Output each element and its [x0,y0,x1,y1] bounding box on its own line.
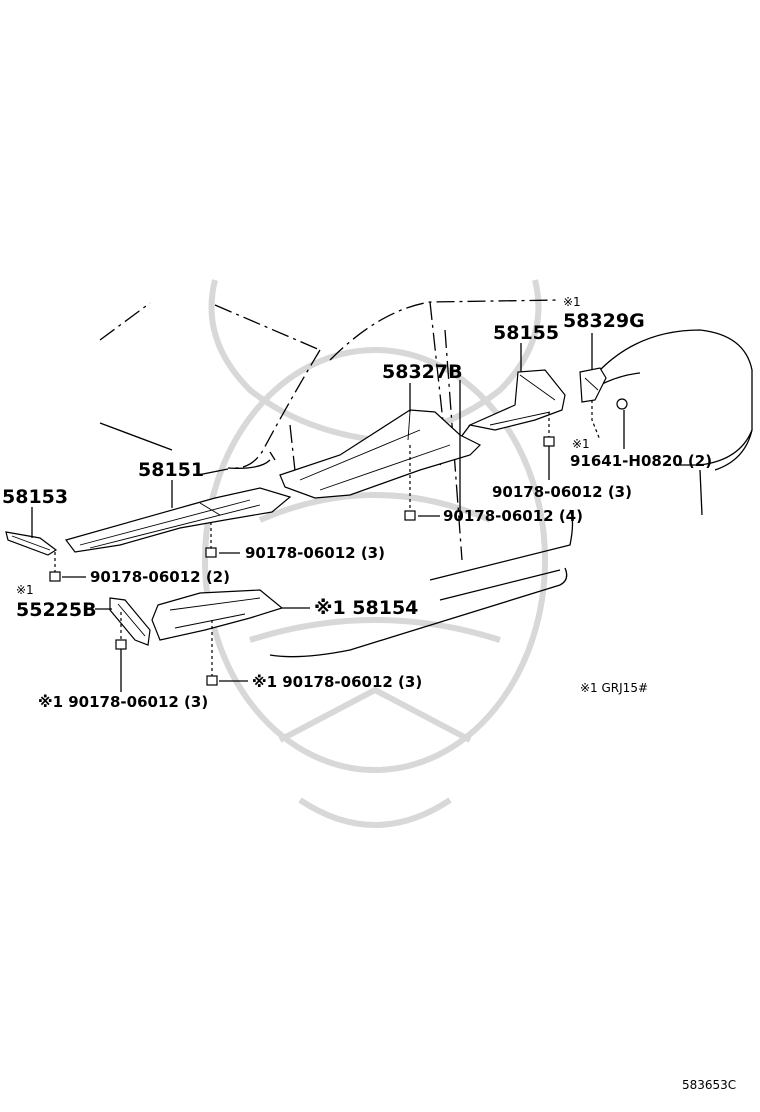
part-58153-shape [5,531,58,556]
label-nut-3-lower-center: ※1 90178-06012 (3) [252,673,422,691]
label-nut-3-upper-right: 90178-06012 (3) [492,483,632,501]
label-58154: ※1 58154 [314,597,418,619]
label-55225b-note: ※1 [16,583,34,597]
label-58151: 58151 [138,459,204,481]
label-91641: 91641-H0820 (2) [570,452,712,470]
label-58329g: 58329G [563,310,645,332]
label-nut-4: 90178-06012 (4) [443,507,583,525]
label-55225b: 55225B [16,599,97,621]
label-91641-note: ※1 [572,437,590,451]
label-nut-3-lower-left: ※1 90178-06012 (3) [38,693,208,711]
label-58327b: 58327B [382,361,463,383]
diagram-code: 583653C [682,1078,736,1092]
part-58155-shape [468,369,566,431]
watermark-emblem [202,279,548,828]
part-58151-shape [64,487,292,553]
label-nut-2: 90178-06012 (2) [90,568,230,586]
fastener-axes [54,400,601,676]
legend-note: ※1 GRJ15# [580,681,648,695]
part-58327b-shape [279,409,482,499]
spare-tire [599,329,753,516]
label-nut-3-center: 90178-06012 (3) [245,544,385,562]
part-58329g-shape [579,367,628,410]
leader-lines [31,333,625,692]
part-55225b-shape [109,597,151,646]
label-58153: 58153 [2,486,68,508]
label-58155: 58155 [493,322,559,344]
part-58154-shape [151,589,284,641]
label-58329g-note: ※1 [563,295,581,309]
